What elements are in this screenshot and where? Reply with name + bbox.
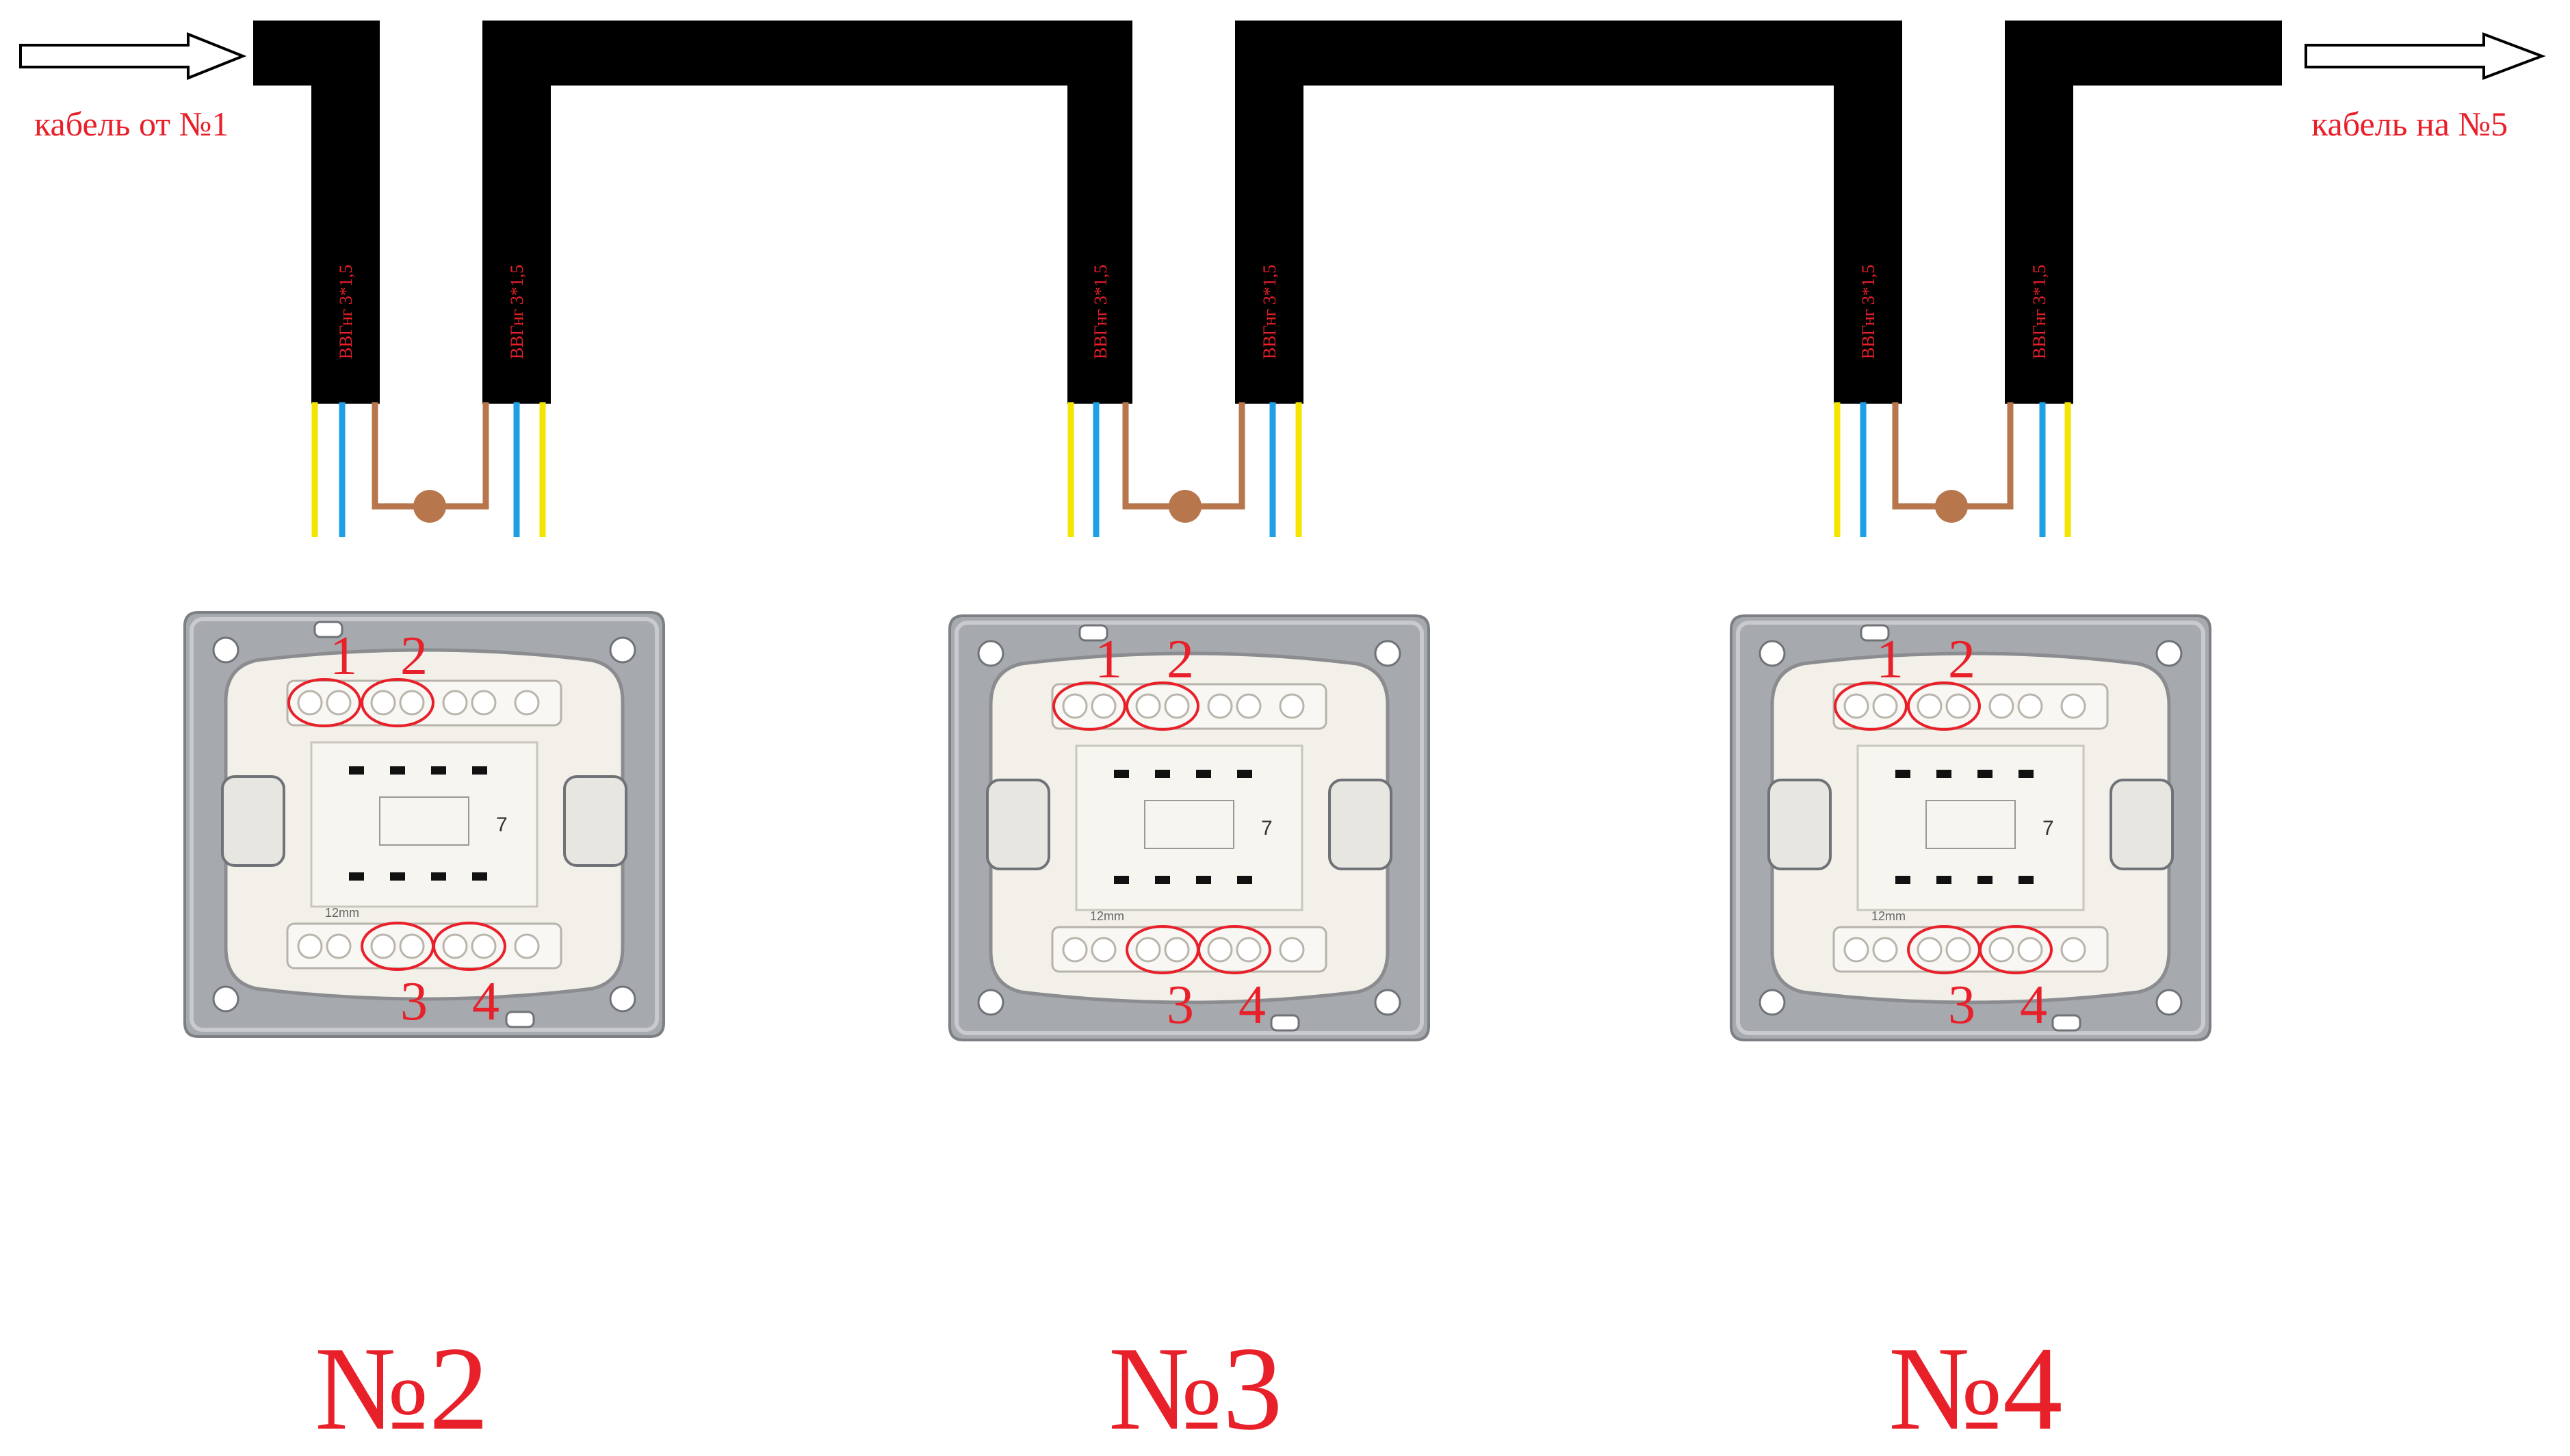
cable-marking: ВВГнг 3*1,5 — [507, 265, 527, 359]
terminal-number: 1 — [1095, 629, 1122, 690]
terminal-number: 2 — [1948, 629, 1975, 690]
terminal-number: 1 — [330, 626, 357, 686]
cable-out-label: кабель на №5 — [2311, 105, 2508, 143]
cable-marking: ВВГнг 3*1,5 — [1260, 265, 1280, 359]
cable-marking: ВВГнг 3*1,5 — [2029, 265, 2049, 359]
arrow-out-icon — [2305, 32, 2546, 80]
cable-markings: ВВГнг 3*1,5 ВВГнг 3*1,5 ВВГнг 3*1,5 ВВГн… — [336, 265, 2049, 359]
cable-marking: ВВГнг 3*1,5 — [1858, 265, 1878, 359]
terminal-numbers: 1 2 3 4 1 2 3 4 1 2 3 4 — [330, 626, 2047, 1035]
terminal-number: 2 — [400, 626, 428, 686]
terminal-number: 4 — [1238, 975, 1266, 1035]
terminal-number: 1 — [1876, 629, 1904, 690]
terminal-number: 4 — [2020, 975, 2047, 1035]
arrow-in-icon — [19, 32, 247, 80]
terminal-number: 3 — [1948, 975, 1975, 1035]
terminal-number: 4 — [472, 972, 499, 1032]
terminal-number: 3 — [400, 972, 428, 1032]
cable-marking: ВВГнг 3*1,5 — [1091, 265, 1111, 359]
switch-title: №2 — [315, 1322, 489, 1455]
terminal-number: 3 — [1167, 975, 1194, 1035]
terminal-number: 2 — [1167, 629, 1194, 690]
wire-junctions — [413, 490, 1968, 523]
cable-marking: ВВГнг 3*1,5 — [336, 265, 356, 359]
switch-title: №3 — [1108, 1322, 1282, 1455]
switch-title: №4 — [1888, 1322, 2062, 1455]
cable-in-label: кабель от №1 — [34, 105, 229, 143]
cable-path — [253, 21, 2282, 404]
